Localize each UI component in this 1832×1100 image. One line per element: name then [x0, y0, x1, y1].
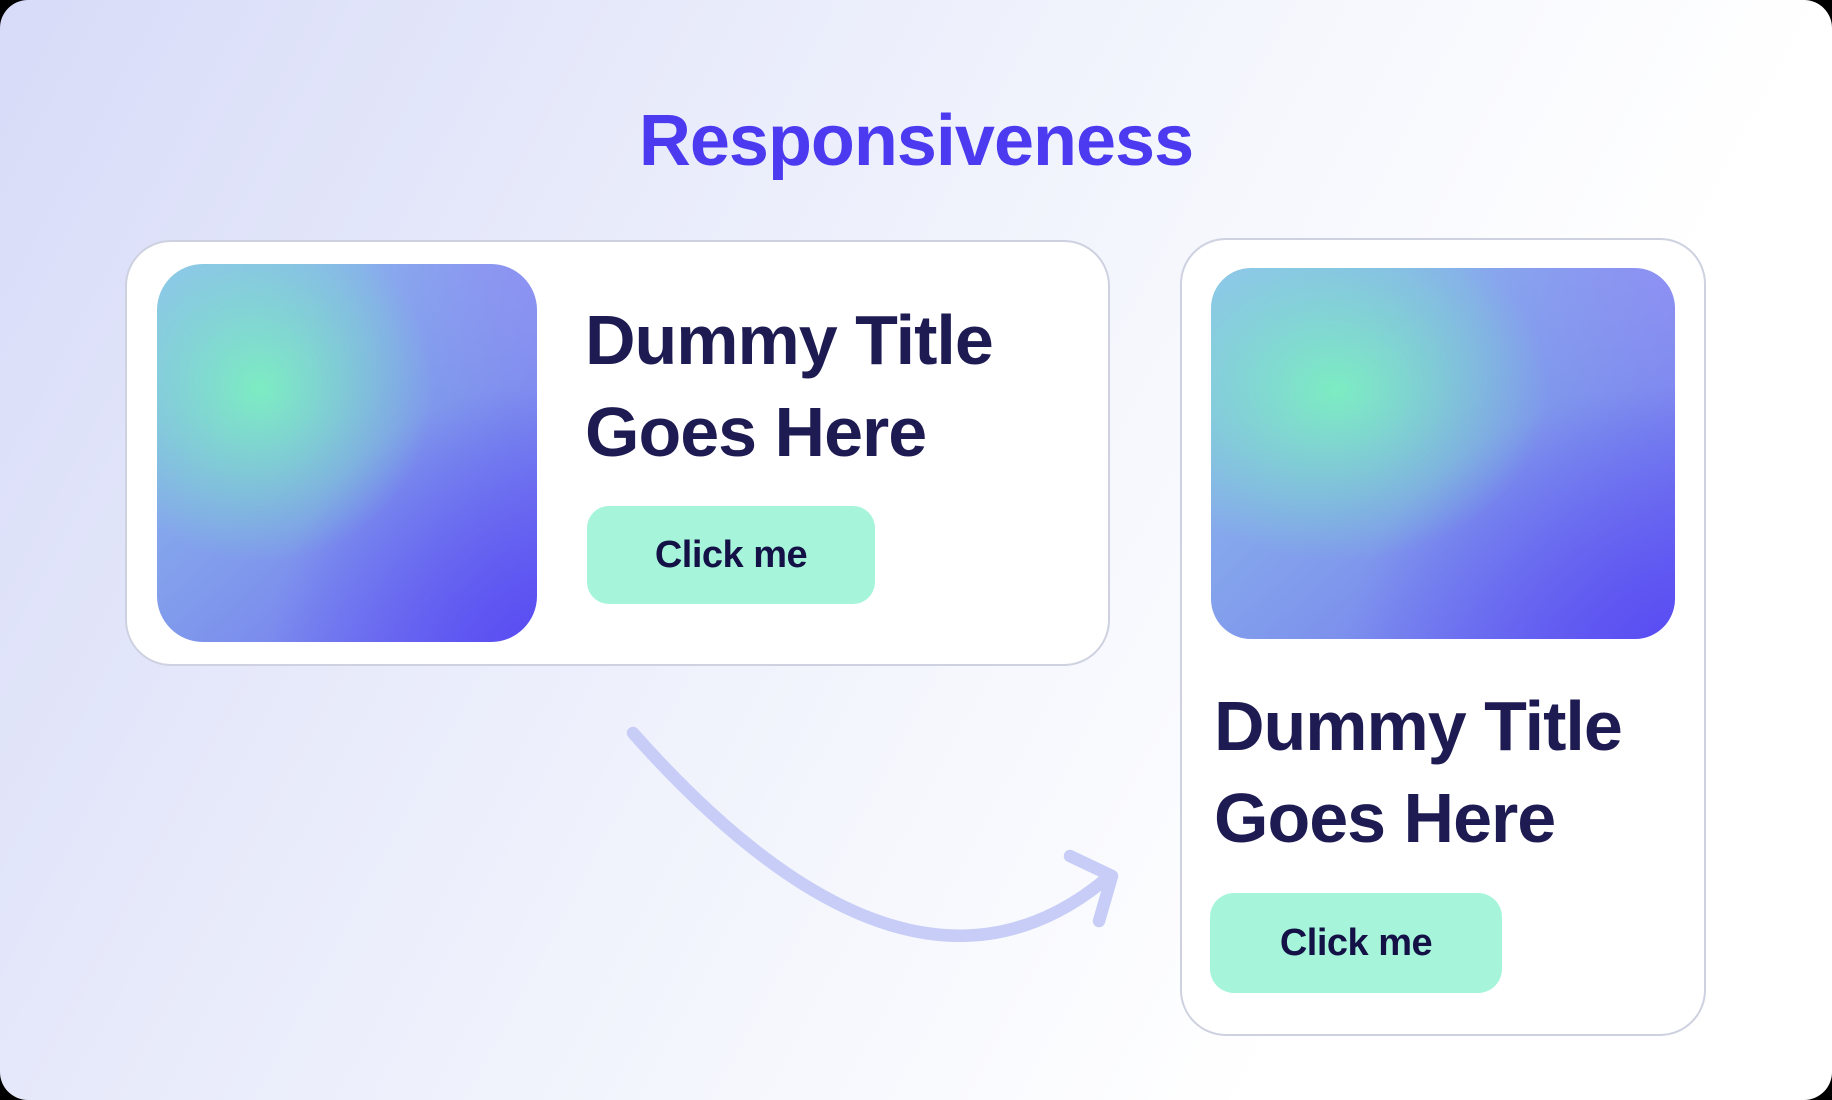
card-title-line1: Dummy Title	[1214, 687, 1623, 765]
card-title: Dummy Title Goes Here	[1214, 680, 1623, 864]
page-title: Responsiveness	[638, 101, 1194, 181]
card-title-line2: Goes Here	[585, 393, 927, 471]
card-title-line2: Goes Here	[1214, 779, 1556, 857]
card-mobile-layout: Dummy Title Goes Here Click me	[1180, 238, 1706, 1036]
card-desktop-layout: Dummy Title Goes Here Click me	[125, 240, 1110, 666]
gradient-thumbnail	[1211, 268, 1675, 639]
card-title-line1: Dummy Title	[585, 301, 994, 379]
click-me-button[interactable]: Click me	[587, 506, 875, 604]
card-title: Dummy Title Goes Here	[585, 294, 994, 478]
click-me-button[interactable]: Click me	[1210, 893, 1502, 993]
gradient-thumbnail	[157, 264, 537, 642]
